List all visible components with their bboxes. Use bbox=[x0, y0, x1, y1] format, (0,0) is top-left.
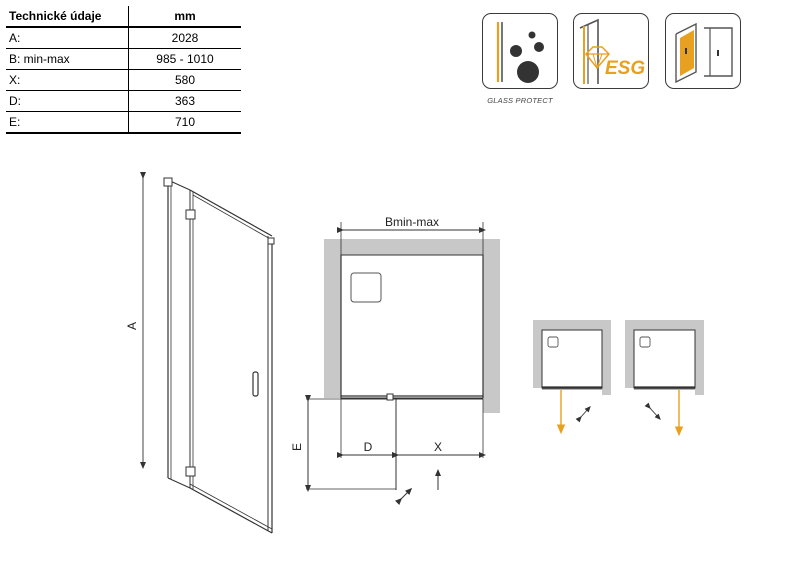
spec-row-label: A: bbox=[6, 27, 129, 49]
spec-row-label: B: min-max bbox=[6, 48, 129, 70]
spec-row-value: 2028 bbox=[128, 27, 241, 49]
width-dimension-label: Bmin-max bbox=[385, 215, 439, 229]
spec-table: Technické údaje mm A: 2028 B: min-max 98… bbox=[6, 6, 241, 134]
table-row: B: min-max 985 - 1010 bbox=[6, 48, 241, 70]
opening-variant-right bbox=[533, 320, 611, 435]
table-row: A: 2028 bbox=[6, 27, 241, 49]
table-row: D: 363 bbox=[6, 90, 241, 112]
spec-row-value: 580 bbox=[128, 69, 241, 91]
glass-protect-icon bbox=[482, 13, 558, 89]
door-reversible-icon bbox=[665, 13, 741, 89]
opening-variant-left bbox=[625, 320, 704, 437]
table-row: E: 710 bbox=[6, 111, 241, 134]
spec-header-label: Technické údaje bbox=[6, 6, 129, 28]
spec-header-unit: mm bbox=[128, 6, 241, 28]
glass-protect-caption: GLASS PROTECT bbox=[487, 96, 553, 105]
table-row: X: 580 bbox=[6, 69, 241, 91]
door-perspective-view bbox=[140, 172, 275, 534]
plan-view bbox=[305, 222, 500, 505]
spec-table-header: Technické údaje mm bbox=[6, 6, 241, 28]
height-dimension-label: A bbox=[125, 322, 139, 330]
spec-row-label: E: bbox=[6, 111, 129, 134]
esg-label: ESG bbox=[605, 58, 646, 79]
spec-row-label: D: bbox=[6, 90, 129, 112]
opening-dimension-label: X bbox=[434, 440, 442, 454]
spec-row-label: X: bbox=[6, 69, 129, 91]
offset-dimension-label: D bbox=[364, 440, 373, 454]
spec-row-value: 985 - 1010 bbox=[128, 48, 241, 70]
esg-safety-glass-icon: ESG bbox=[573, 13, 649, 89]
spec-row-value: 710 bbox=[128, 111, 241, 134]
spec-row-value: 363 bbox=[128, 90, 241, 112]
depth-dimension-label: E bbox=[290, 443, 304, 451]
